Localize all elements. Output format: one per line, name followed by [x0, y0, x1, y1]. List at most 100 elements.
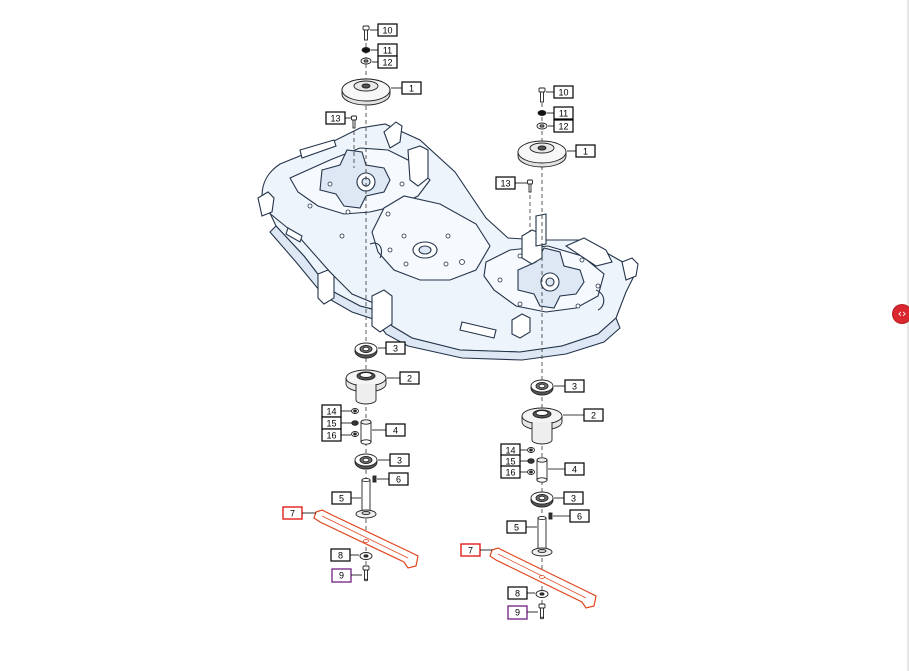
chevron-left-right-icon[interactable]: ‹›	[893, 305, 909, 323]
callout-number: 13	[330, 114, 340, 124]
callout-number: 8	[515, 589, 520, 599]
bolt-10-right	[538, 87, 546, 103]
key-6-left	[372, 475, 377, 483]
callout-L2[interactable]: 2	[387, 371, 420, 385]
callout-number: 10	[382, 26, 392, 36]
bearing-3-upper-right	[530, 379, 554, 396]
callout-R11[interactable]: 11	[547, 106, 574, 120]
spindle-housing-2-right	[521, 407, 563, 445]
callout-number: 15	[326, 419, 336, 429]
callout-number: 11	[559, 109, 568, 119]
callout-R16[interactable]: 16	[500, 465, 527, 479]
callout-L10[interactable]: 10	[370, 23, 398, 37]
callout-number: 12	[558, 122, 568, 132]
callout-number: 3	[393, 344, 398, 354]
left-blade-hardware	[359, 552, 373, 582]
callout-number: 14	[505, 446, 515, 456]
pulley-1-right	[517, 140, 567, 168]
callout-number: 1	[409, 84, 414, 94]
spindle-shaft-5-left	[355, 477, 377, 519]
pulley-1-left	[341, 78, 391, 106]
callout-number: 13	[500, 179, 510, 189]
spindle-shaft-5-right	[531, 515, 553, 557]
callout-R2[interactable]: 2	[563, 408, 604, 422]
callout-L1[interactable]: 1	[391, 81, 422, 95]
callout-number: 12	[382, 58, 392, 68]
assembly-axis-lines	[353, 36, 543, 606]
callout-number: 7	[468, 546, 473, 556]
callout-number: 15	[505, 457, 515, 467]
callout-L3a[interactable]: 3	[378, 341, 406, 355]
blade-7-left	[313, 509, 419, 569]
callout-L14[interactable]: 14	[321, 404, 351, 418]
bearing-3-upper-left	[354, 342, 378, 359]
callout-number: 9	[515, 608, 520, 618]
callout-R13[interactable]: 13	[495, 176, 527, 190]
callout-L3b[interactable]: 3	[378, 453, 410, 467]
callout-number: 6	[577, 512, 582, 522]
callout-L6[interactable]: 6	[377, 472, 409, 486]
washer-8-right	[535, 590, 549, 598]
callout-L12[interactable]: 12	[372, 55, 398, 69]
bolt-9-right	[538, 603, 546, 620]
callout-number: 3	[571, 494, 576, 504]
callout-R8[interactable]: 8	[507, 586, 535, 600]
bolt-13-right	[527, 179, 533, 193]
callout-L7[interactable]: 7	[282, 506, 316, 520]
callout-L13[interactable]: 13	[325, 111, 351, 125]
callout-R5[interactable]: 5	[506, 520, 537, 534]
nut-16-right	[527, 469, 535, 475]
callout-R15[interactable]: 15	[500, 454, 528, 468]
callout-R7[interactable]: 7	[460, 543, 492, 557]
callout-number: 10	[558, 88, 568, 98]
callout-number: 2	[591, 411, 596, 421]
washer-8-left	[359, 552, 373, 560]
callout-number: 8	[338, 551, 343, 561]
callout-number: 11	[383, 46, 392, 56]
callout-R3b[interactable]: 3	[554, 491, 584, 505]
callout-R1[interactable]: 1	[567, 144, 596, 158]
callout-number: 6	[396, 475, 401, 485]
callout-R3a[interactable]: 3	[554, 379, 585, 393]
washer-12-right	[536, 122, 548, 130]
callout-L11[interactable]: 11	[371, 43, 398, 57]
callout-number: 4	[572, 465, 577, 475]
washer-11-left	[361, 47, 371, 53]
callout-L15[interactable]: 15	[321, 416, 352, 430]
part-callouts: 10 11 12 1 13 3 2 14	[282, 23, 604, 620]
callout-number: 2	[407, 374, 412, 384]
washer-15-left	[351, 420, 359, 426]
callout-number: 9	[339, 571, 344, 581]
washer-15-right	[527, 458, 535, 464]
spacer-4-left	[360, 419, 372, 445]
callout-L9[interactable]: 9	[331, 568, 362, 583]
right-blade-hardware	[535, 590, 549, 620]
callout-number: 16	[326, 431, 336, 441]
callout-L16[interactable]: 16	[321, 428, 351, 442]
nut-14-left	[351, 408, 359, 414]
callout-number: 4	[393, 426, 398, 436]
washer-12-left	[360, 57, 372, 65]
callout-R10[interactable]: 10	[546, 85, 574, 99]
callout-L4[interactable]: 4	[372, 423, 406, 437]
bolt-13-left	[351, 115, 357, 129]
callout-L8[interactable]: 8	[330, 548, 359, 562]
bolt-10-left	[362, 25, 370, 41]
callout-number: 14	[326, 407, 336, 417]
callout-R6[interactable]: 6	[553, 509, 590, 523]
callout-R14[interactable]: 14	[500, 443, 527, 457]
callout-R4[interactable]: 4	[548, 462, 585, 476]
callout-R12[interactable]: 12	[548, 119, 574, 133]
nut-14-right	[527, 447, 535, 453]
callout-R9[interactable]: 9	[507, 605, 538, 620]
callout-number: 1	[583, 147, 588, 157]
key-6-right	[548, 512, 553, 520]
callout-number: 16	[505, 468, 515, 478]
viewer-right-border	[907, 0, 909, 671]
nut-16-left	[351, 431, 359, 437]
bolt-9-left	[362, 565, 370, 582]
callout-number: 3	[572, 382, 577, 392]
callout-L5[interactable]: 5	[331, 491, 361, 505]
left-spindle-parts	[341, 25, 391, 519]
bearing-3-lower-left	[354, 453, 378, 470]
